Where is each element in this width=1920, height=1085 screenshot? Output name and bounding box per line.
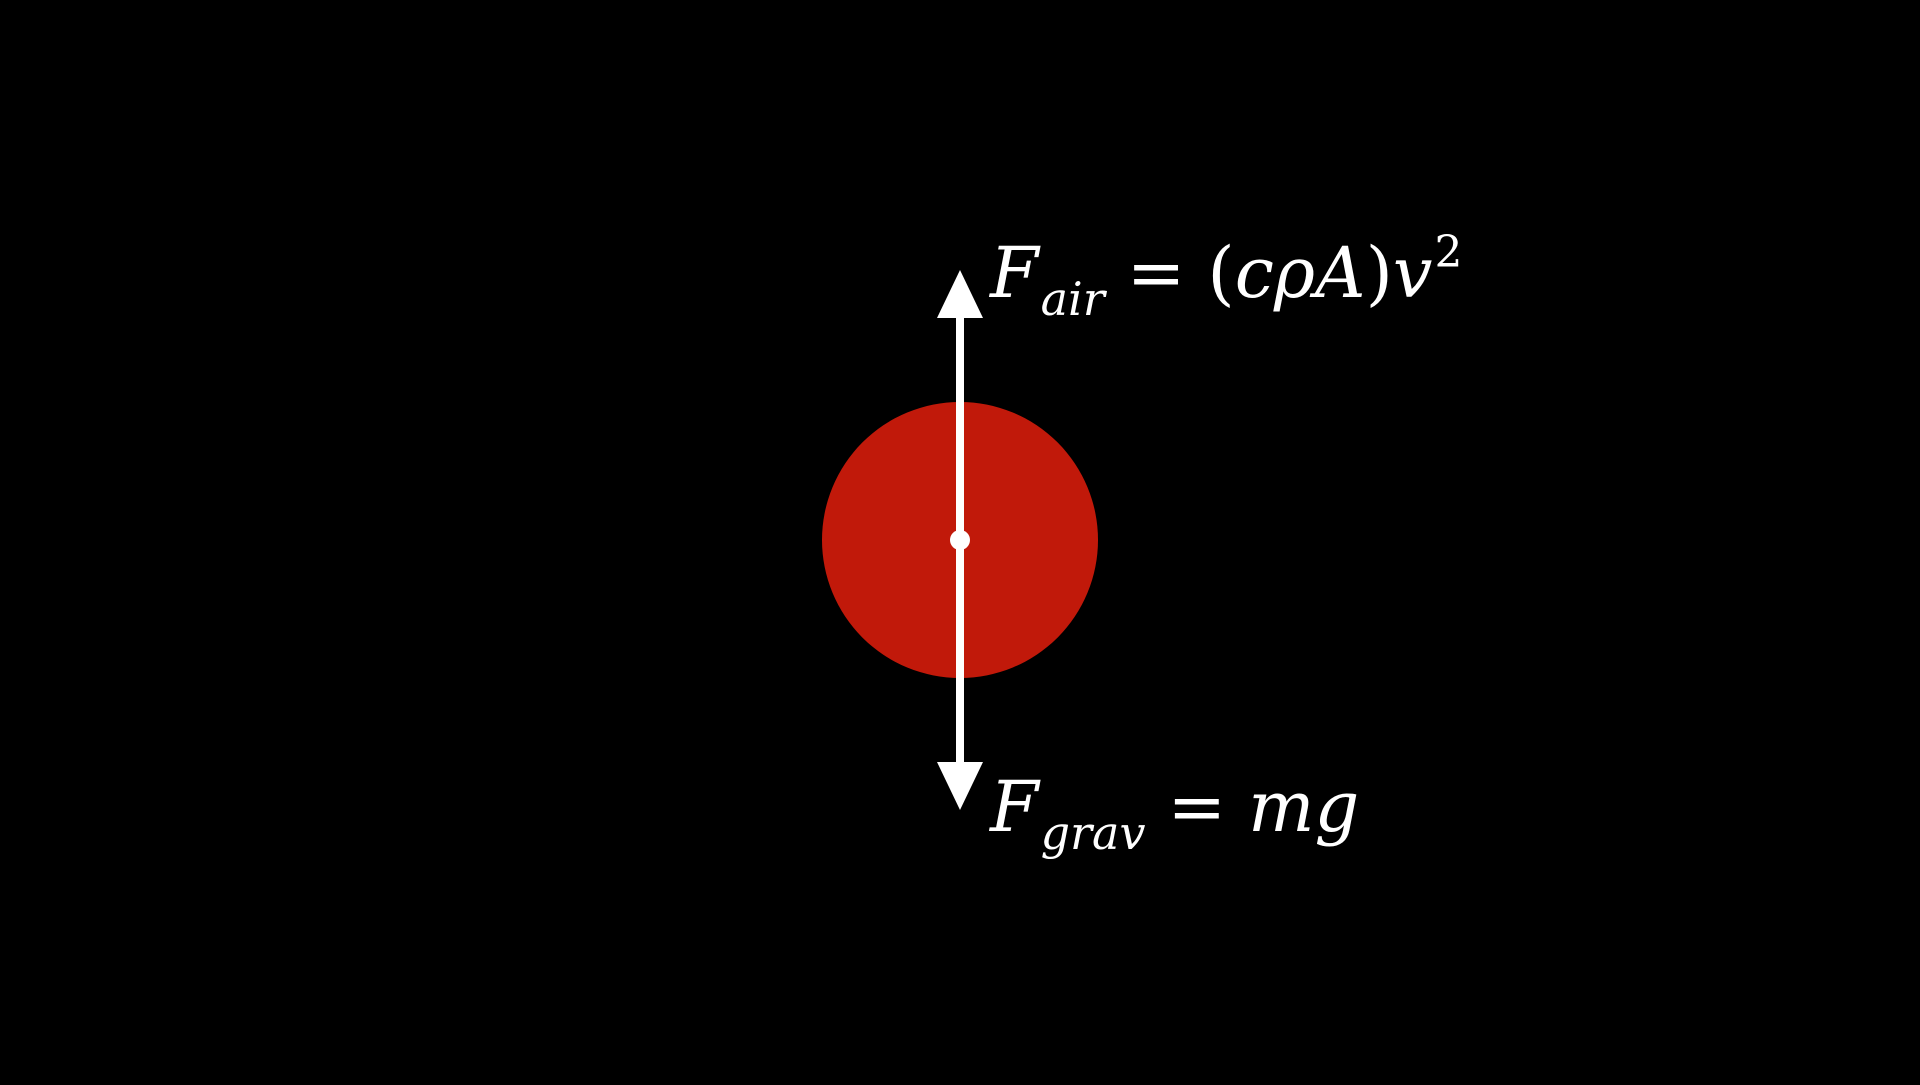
air-force-subscript: air bbox=[1040, 272, 1105, 326]
gravity-force-equation: Fgrav=mg bbox=[990, 772, 1359, 856]
air-force-arrowhead bbox=[937, 270, 983, 318]
air-force-equals: = bbox=[1126, 232, 1186, 314]
air-force-exponent: 2 bbox=[1434, 227, 1463, 278]
gravity-force-arrowhead bbox=[937, 762, 983, 810]
gravity-force-subscript: grav bbox=[1040, 806, 1146, 860]
air-force-paren-close: ) bbox=[1365, 232, 1393, 314]
center-of-mass-dot bbox=[950, 530, 970, 550]
air-force-equation: Fair=(cρA)v2 bbox=[990, 231, 1462, 323]
air-force-paren-open: ( bbox=[1207, 232, 1235, 314]
air-force-coefficients: cρA bbox=[1234, 232, 1366, 314]
air-force-symbol: F bbox=[990, 232, 1039, 314]
gravity-force-rhs: mg bbox=[1248, 766, 1360, 848]
gravity-force-symbol: F bbox=[990, 766, 1039, 848]
air-force-velocity: v bbox=[1392, 232, 1433, 314]
gravity-force-equals: = bbox=[1167, 766, 1227, 848]
